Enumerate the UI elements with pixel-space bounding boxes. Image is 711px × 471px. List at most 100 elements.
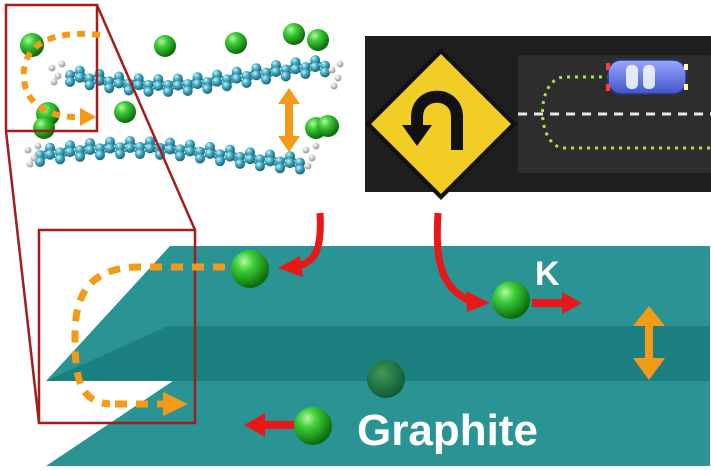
carbon-atom (45, 142, 55, 153)
carbon-atom (75, 151, 85, 162)
hydrogen-atom (58, 60, 66, 68)
carbon-atom (295, 157, 305, 168)
k-ion (492, 281, 530, 319)
k-ion (307, 29, 329, 51)
k-ion (225, 32, 247, 54)
k-ion (33, 117, 55, 139)
carbon-atom (310, 55, 321, 66)
carbon-atom (114, 71, 125, 82)
hydrogen-atom (302, 146, 310, 154)
hydrogen-atom (30, 154, 38, 162)
zoom-frame-small (4, 3, 99, 133)
carbon-atom (145, 136, 155, 147)
carbon-atom (285, 151, 295, 162)
carbon-atom (133, 73, 144, 84)
carbon-atom (163, 86, 174, 97)
k-ion (231, 250, 269, 288)
hydrogen-atom (50, 78, 58, 86)
carbon-atom (95, 150, 105, 161)
carbon-atom (125, 143, 135, 154)
carbon-atom (261, 67, 272, 78)
carbon-atom (202, 83, 213, 94)
carbon-atom (84, 80, 95, 91)
carbon-atom (235, 151, 245, 162)
hydrogen-atom (24, 146, 32, 154)
k-label: K (535, 255, 560, 293)
carbon-atom (133, 80, 144, 91)
carbon-atom (245, 147, 255, 158)
carbon-atom (55, 147, 65, 158)
zoom-frame-large (37, 228, 197, 425)
carbon-atom (153, 80, 164, 91)
carbon-atom (104, 83, 115, 94)
potassium-ions-graphite (231, 250, 530, 445)
zoom-frames (4, 3, 197, 425)
hydrogen-atom (308, 154, 316, 162)
carbon-atom (95, 143, 105, 154)
carbon-atom (192, 72, 203, 83)
k-ion (20, 33, 44, 57)
carbon-atom (235, 158, 245, 169)
carbon-atom (212, 69, 223, 80)
carbon-atom (65, 70, 75, 80)
hydrogen-atom (336, 60, 344, 68)
carbon-atom (285, 158, 295, 169)
carbon-atom (85, 145, 95, 156)
carbon-atom (115, 142, 125, 153)
carbon-atom (182, 78, 193, 89)
car-route (541, 75, 711, 150)
hydrogen-atom (304, 162, 312, 170)
carbon-atom (135, 149, 145, 160)
carbon-atom (105, 143, 115, 154)
carbon-atom (165, 144, 175, 155)
carbon-atom (221, 81, 232, 92)
carbon-atom (320, 67, 330, 78)
carbon-atom (275, 163, 285, 174)
carbon-atom (225, 144, 235, 155)
carbon-atom (300, 69, 311, 80)
graphite-sheet-overlap (46, 326, 710, 381)
orange-arrows (71, 263, 665, 416)
carbon-atom (270, 67, 281, 78)
carbon-atom (185, 139, 195, 150)
carbon-atom (114, 78, 125, 89)
carbon-atom (251, 63, 262, 74)
hydrogen-atom (312, 142, 320, 150)
carbon-atom (175, 151, 185, 162)
carbon-atom (75, 144, 85, 155)
carbon-atom (125, 136, 135, 147)
carbon-atom (290, 64, 301, 75)
k-ion (154, 35, 176, 57)
carbon-atom (300, 62, 311, 73)
hydrogen-atom (334, 74, 342, 82)
k-ion-intercalated (367, 360, 405, 398)
carbon-atom (35, 157, 45, 167)
carbon-atom (280, 64, 291, 75)
carbon-atom (280, 71, 291, 82)
carbon-atom (143, 86, 154, 97)
carbon-atom (255, 161, 265, 172)
hydrogen-atom (34, 142, 42, 150)
carbon-atom (45, 149, 55, 160)
carbon-atom (241, 70, 252, 81)
carbon-atom (105, 136, 115, 147)
orange-path-large (71, 263, 225, 408)
carbon-atom (261, 74, 272, 85)
road-analogy-panel (365, 36, 711, 200)
graphite-label: Graphite (357, 406, 538, 455)
carbon-atom (185, 146, 195, 157)
orange-arrowhead-small (80, 108, 96, 126)
car-icon (606, 59, 688, 95)
hydrogen-atom (26, 160, 34, 168)
layer-spacing-arrow (278, 88, 300, 152)
carbon-atom (65, 140, 75, 151)
carbon-atom (231, 73, 242, 84)
k-ion (294, 407, 332, 445)
carbon-atom (212, 76, 223, 87)
graphite-sheets (46, 246, 710, 466)
carbon-atom (165, 137, 175, 148)
carbon-atom (135, 142, 145, 153)
carbon-atom (172, 80, 183, 91)
hydrogen-atom (48, 64, 56, 72)
